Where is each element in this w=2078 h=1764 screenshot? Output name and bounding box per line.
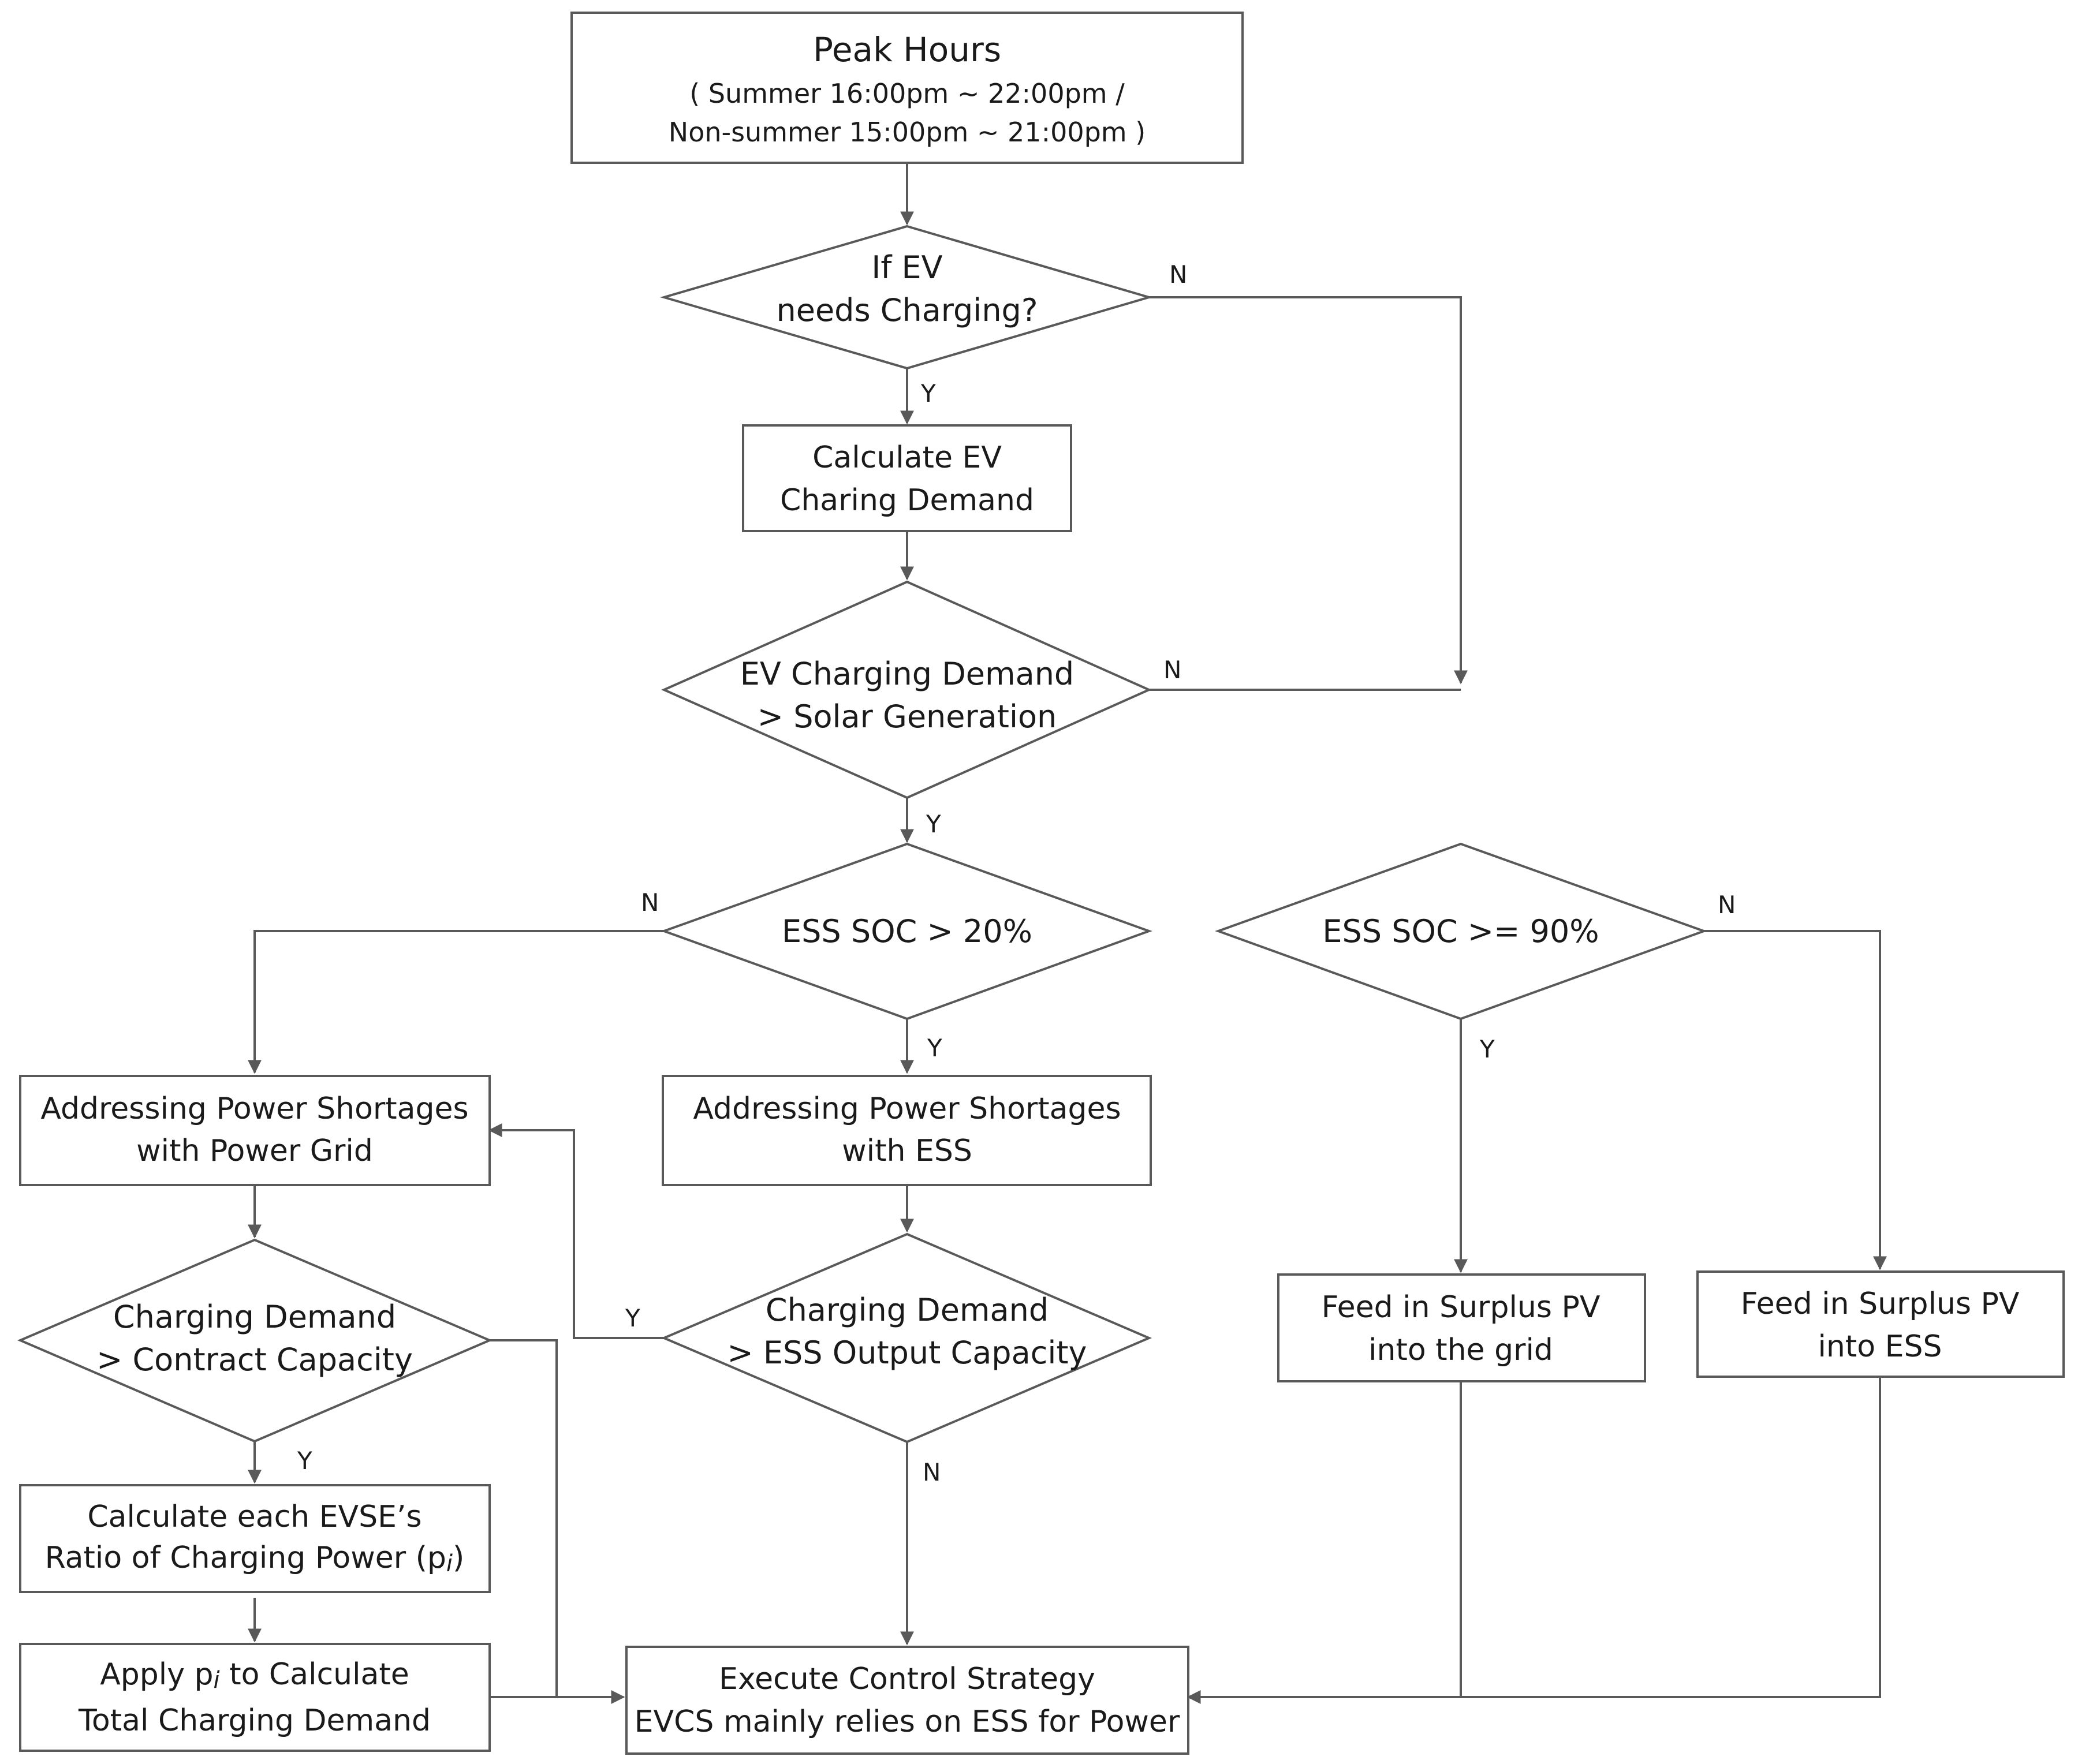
label-ev-needs-yes: Y [920, 379, 936, 408]
edge-soc90-no-to-feedess [1704, 930, 1887, 1270]
node-feed-ess: Feed in Surplus PV into ESS [1696, 1270, 2065, 1378]
decision-ev-needs-line1: If EV [871, 249, 942, 286]
decision-ess-out-line2: > ESS Output Capacity [728, 1335, 1087, 1371]
feed-grid-line1: Feed in Surplus PV [1322, 1290, 1601, 1325]
peak-hours-summer: ( Summer 16:00pm ~ 22:00pm / [689, 78, 1125, 109]
decision-soc90-text: ESS SOC >= 90% [1322, 913, 1599, 950]
decision-demand-solar-line2: > Solar Generation [758, 698, 1057, 735]
node-calculate-ratio: Calculate each EVSE’s Ratio of Charging … [19, 1484, 491, 1593]
decision-demand-vs-solar: EV Charging Demand > Solar Generation [661, 580, 1152, 799]
node-peak-hours: Peak Hours ( Summer 16:00pm ~ 22:00pm / … [570, 12, 1244, 164]
label-soc90-yes: Y [1479, 1035, 1495, 1063]
grid-shortage-line1: Addressing Power Shortages [40, 1092, 468, 1126]
node-execute-control: Execute Control Strategy EVCS mainly rel… [625, 1646, 1189, 1755]
ess-shortage-line2: with ESS [842, 1134, 972, 1168]
edge-essout-yes-to-gridshort [488, 1123, 664, 1339]
apply-pi-line1: Apply pi to Calculate [100, 1657, 409, 1694]
edge-feedess-to-execute [1461, 1377, 1881, 1698]
decision-ev-needs-charging: If EV needs Charging? [659, 225, 1154, 370]
decision-ess-out-line1: Charging Demand [766, 1292, 1049, 1328]
calc-demand-line1: Calculate EV [812, 440, 1002, 475]
apply-pi-line2: Total Charging Demand [78, 1703, 431, 1738]
node-calculate-ev-demand: Calculate EV Charing Demand [742, 424, 1072, 532]
node-ess-shortage: Addressing Power Shortages with ESS [662, 1075, 1152, 1186]
node-feed-grid: Feed in Surplus PV into the grid [1277, 1273, 1646, 1382]
edge-evneeds-no-to-soc90 [1149, 296, 1468, 685]
edge-contract-no-down [490, 1339, 558, 1697]
edge-soc20-no-to-gridshort [248, 930, 664, 1074]
decision-ev-needs-line2: needs Charging? [777, 292, 1038, 328]
decision-soc20-text: ESS SOC > 20% [782, 913, 1032, 950]
feed-ess-line2: into ESS [1818, 1329, 1942, 1364]
label-soc90-no: N [1718, 891, 1736, 919]
edges [248, 163, 1887, 1704]
execute-line2: EVCS mainly relies on ESS for Power [635, 1705, 1180, 1739]
feed-ess-line1: Feed in Surplus PV [1741, 1287, 2020, 1321]
execute-line1: Execute Control Strategy [719, 1662, 1095, 1696]
calc-demand-line2: Charing Demand [780, 483, 1034, 518]
decision-demand-solar-line1: EV Charging Demand [740, 656, 1074, 692]
decision-ess-soc-20: ESS SOC > 20% [661, 842, 1152, 1021]
label-ess-out-no: N [923, 1458, 941, 1486]
decision-ess-soc-90: ESS SOC >= 90% [1215, 842, 1707, 1021]
label-demand-solar-yes: Y [926, 810, 941, 838]
label-soc20-yes: Y [927, 1034, 942, 1062]
calc-ratio-line2: Ratio of Charging Power (pi) [45, 1541, 465, 1577]
label-demand-solar-no: N [1163, 656, 1181, 684]
label-soc20-no: N [641, 888, 659, 917]
feed-grid-line2: into the grid [1368, 1333, 1553, 1367]
label-ev-needs-no: N [1169, 260, 1187, 289]
decision-contract-line2: > Contract Capacity [96, 1341, 413, 1378]
ess-shortage-line1: Addressing Power Shortages [693, 1092, 1121, 1126]
node-apply-pi: Apply pi to Calculate Total Charging Dem… [19, 1643, 491, 1752]
peak-hours-title: Peak Hours [813, 30, 1001, 69]
label-ess-out-yes: Y [625, 1304, 640, 1332]
decision-contract-line1: Charging Demand [113, 1299, 396, 1335]
decision-contract-capacity: Charging Demand > Contract Capacity [17, 1238, 493, 1443]
edge-labels: N Y N Y N Y N Y Y N Y [297, 260, 1736, 1486]
calc-ratio-line1: Calculate each EVSE’s [87, 1500, 421, 1534]
node-grid-shortage: Addressing Power Shortages with Power Gr… [19, 1075, 491, 1186]
decision-ess-output-capacity: Charging Demand > ESS Output Capacity [661, 1232, 1152, 1444]
grid-shortage-line2: with Power Grid [136, 1134, 373, 1168]
label-contract-yes: Y [297, 1447, 312, 1475]
peak-hours-non-summer: Non-summer 15:00pm ~ 21:00pm ) [669, 117, 1146, 148]
edge-feedgrid-to-execute [1187, 1381, 1462, 1704]
